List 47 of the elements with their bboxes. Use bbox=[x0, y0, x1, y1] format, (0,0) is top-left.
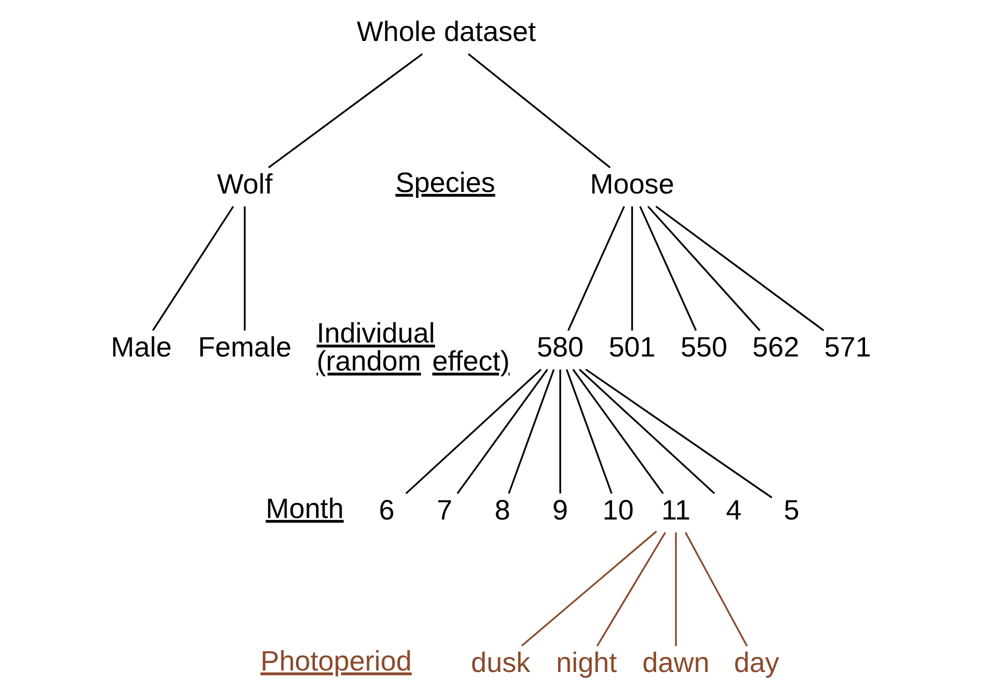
connector bbox=[405, 368, 542, 494]
connector bbox=[521, 530, 658, 646]
node-text: 10 bbox=[602, 494, 634, 526]
connector bbox=[152, 206, 234, 331]
connector bbox=[675, 532, 677, 646]
connector bbox=[268, 53, 423, 168]
node-text: 9 bbox=[552, 494, 568, 526]
node-text: Whole dataset bbox=[356, 16, 536, 48]
node-text: Moose bbox=[590, 168, 674, 200]
node-text: 550 bbox=[680, 332, 728, 363]
node-text: 501 bbox=[608, 332, 656, 363]
node-text: Wolf bbox=[216, 168, 273, 200]
label: Individual (random effect) bbox=[316, 318, 510, 377]
node-text: 6 bbox=[378, 494, 395, 526]
connector bbox=[572, 368, 664, 494]
node-text: dawn bbox=[642, 647, 710, 678]
connector bbox=[596, 532, 666, 647]
connector bbox=[566, 369, 612, 494]
connector bbox=[567, 206, 625, 331]
node-text: 8 bbox=[494, 494, 510, 526]
node-text: day bbox=[734, 647, 780, 678]
connector bbox=[639, 206, 697, 331]
node-text: Female bbox=[198, 332, 292, 363]
connector bbox=[655, 206, 824, 332]
node-text: 562 bbox=[752, 332, 800, 363]
node-text: dusk bbox=[471, 647, 530, 678]
connector bbox=[508, 369, 555, 494]
node-text: Male bbox=[110, 332, 172, 363]
connector bbox=[631, 206, 633, 330]
node-text: 571 bbox=[824, 332, 872, 363]
label: Month bbox=[266, 492, 344, 524]
node-text: 4 bbox=[726, 494, 742, 526]
connector bbox=[559, 369, 562, 494]
node-text: 5 bbox=[784, 494, 800, 526]
connector bbox=[578, 368, 716, 494]
connector bbox=[244, 206, 246, 330]
label: Species bbox=[395, 166, 496, 198]
connector bbox=[585, 368, 772, 498]
node-text: night bbox=[556, 647, 617, 678]
connector bbox=[456, 368, 548, 494]
connector bbox=[647, 206, 760, 332]
node-text: 580 bbox=[536, 332, 584, 363]
connector bbox=[468, 53, 611, 168]
node-text: 7 bbox=[436, 494, 452, 526]
node-text: 11 bbox=[661, 494, 690, 526]
label: Photoperiod bbox=[260, 645, 412, 676]
connector bbox=[684, 532, 748, 647]
